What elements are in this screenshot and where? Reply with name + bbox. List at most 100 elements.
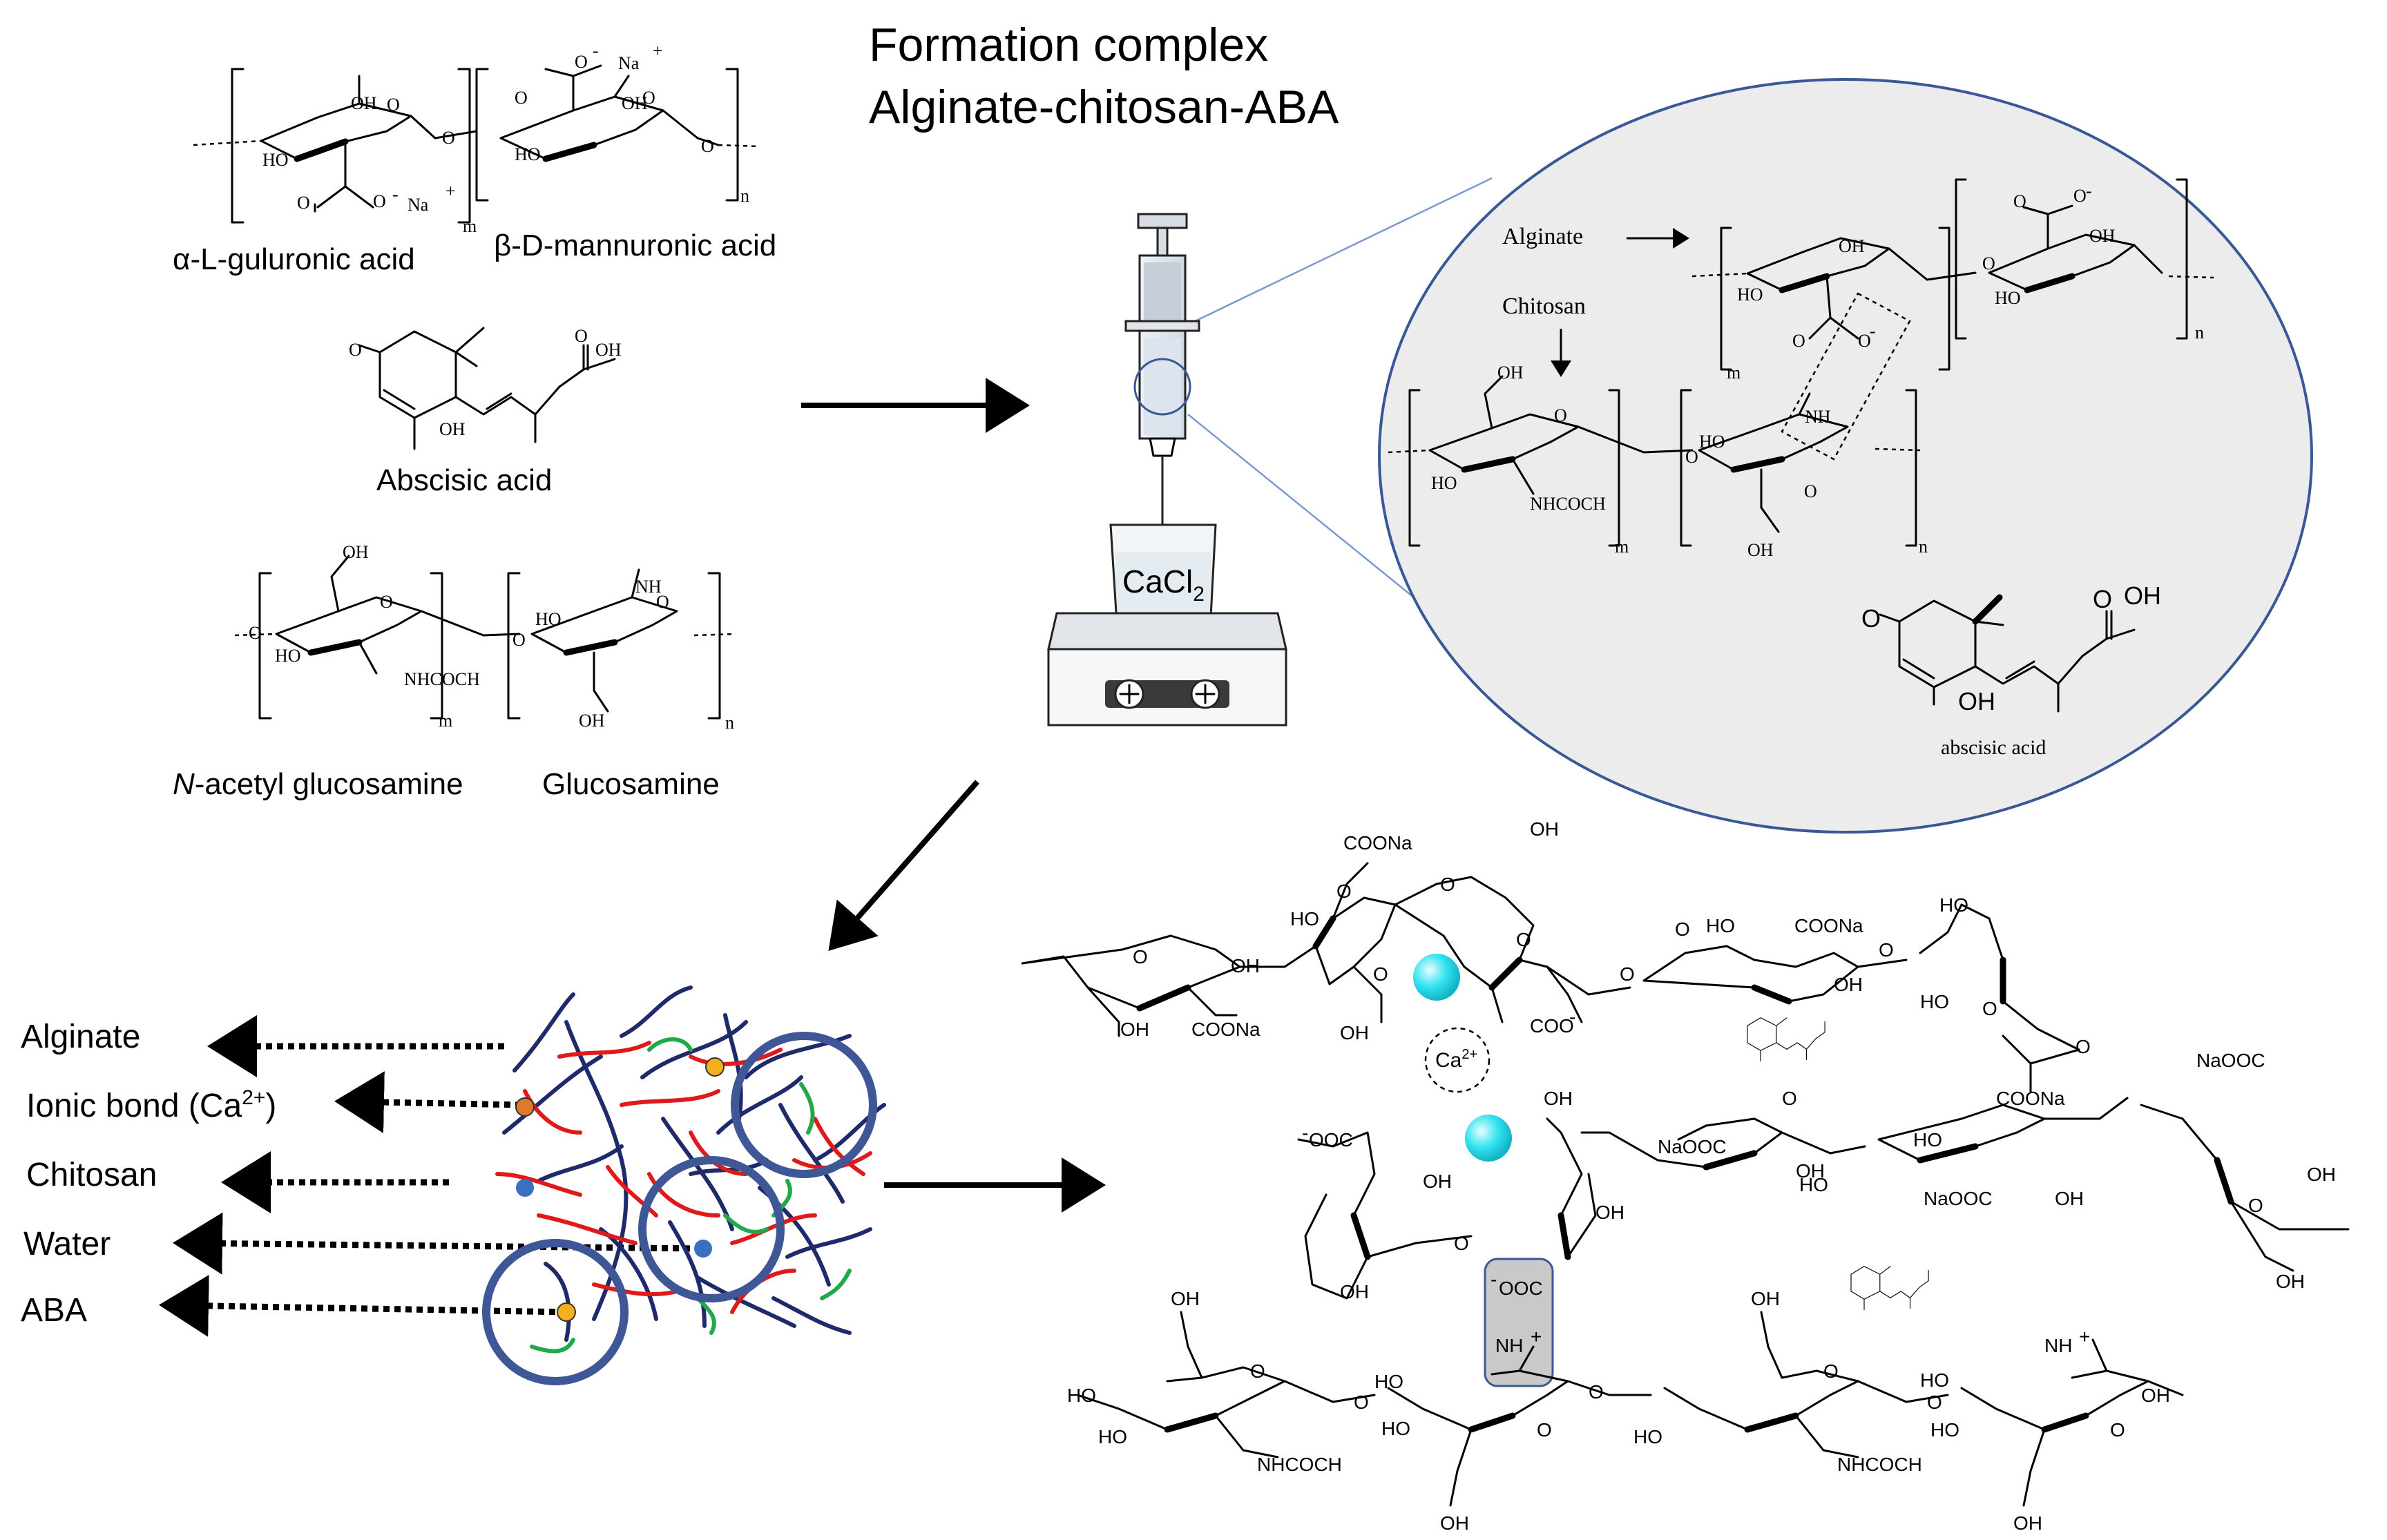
chem-label: O <box>1823 1360 1839 1382</box>
chem-label: HO <box>1920 1369 1949 1391</box>
chem-label: O <box>512 630 526 650</box>
chem-label: OH <box>2141 1385 2170 1406</box>
chem-label: O <box>2110 1419 2125 1441</box>
chem-label: O <box>1537 1419 1552 1441</box>
chem-label: OH <box>1171 1288 1200 1309</box>
chem-label: O <box>1250 1360 1265 1382</box>
chem-label: HO <box>1633 1426 1662 1447</box>
zoom-label-abscisic: abscisic acid <box>1941 736 2046 759</box>
chem-label: NaOOC <box>2196 1050 2265 1071</box>
syringe-apparatus: CaCl2 <box>1047 177 1493 726</box>
chem-label: O <box>2093 585 2112 613</box>
chem-label: m <box>1727 363 1741 383</box>
legend-label-chitosan: Chitosan <box>26 1157 157 1193</box>
chem-label: OH <box>579 711 605 731</box>
chem-label: n <box>740 186 749 206</box>
ca-label: Ca2+ <box>1435 1047 1477 1072</box>
chem-label: O <box>349 340 362 360</box>
chem-label: - <box>1569 1006 1575 1028</box>
aba-dot <box>557 1302 576 1322</box>
chem-label: O <box>373 191 386 211</box>
chem-label: OH <box>2055 1188 2084 1209</box>
chem-label: - <box>1870 321 1876 341</box>
chem-label: OH <box>351 93 377 113</box>
chem-label: O <box>1336 880 1352 902</box>
legend-label-water: Water <box>23 1226 111 1262</box>
chem-label: NH <box>1805 407 1831 427</box>
zoom-ellipse <box>1378 78 2313 834</box>
chem-label: OH <box>2089 226 2116 246</box>
chem-label: NH <box>2044 1335 2072 1356</box>
chem-label: O <box>1792 331 1805 351</box>
chem-label: O <box>1782 1088 1797 1109</box>
chem-label: O <box>1516 929 1531 950</box>
chem-label: HO <box>1374 1371 1403 1392</box>
chem-label: O <box>1879 939 1894 961</box>
chem-label: O <box>1685 447 1698 467</box>
chem-label: HO <box>1706 915 1735 936</box>
chem-label: OH <box>343 542 369 562</box>
zoom-label-alginate: Alginate <box>1502 224 1583 249</box>
chem-label: O <box>642 88 655 108</box>
legend-arrow-ionic <box>334 1071 522 1134</box>
chem-label: OH <box>1120 1019 1149 1040</box>
chem-label: OH <box>1497 363 1524 383</box>
chem-label: - <box>1490 1269 1497 1290</box>
chem-label: O <box>442 128 455 148</box>
chem-label: O <box>1554 405 1567 425</box>
chem-label: O <box>575 326 588 346</box>
chem-label: COONa <box>1191 1019 1260 1040</box>
legend-label-alginate: Alginate <box>21 1019 140 1055</box>
chem-label: O <box>1620 963 1635 985</box>
legend-label-aba: ABA <box>21 1292 87 1329</box>
label-glucosamine: Glucosamine <box>542 767 720 801</box>
chem-label: n <box>725 713 734 733</box>
chem-label: OH <box>1839 236 1865 256</box>
chem-label: HO <box>1913 1129 1942 1151</box>
chem-label: - <box>2086 181 2092 201</box>
chem-label: NHCOCH <box>1257 1454 1342 1475</box>
chem-label: OOC <box>1499 1278 1543 1299</box>
chem-label: OH <box>1423 1171 1452 1192</box>
chem-label: OH <box>1440 1512 1469 1534</box>
chem-label: O <box>1861 604 1881 633</box>
chem-label: O <box>1927 1392 1942 1413</box>
chem-label: O <box>656 592 669 612</box>
chem-label: OH <box>595 340 622 360</box>
chem-label: OH <box>1958 687 1995 715</box>
chem-label: O <box>575 52 588 72</box>
chem-label: HO <box>1098 1426 1127 1447</box>
cacl2-label: CaCl2 <box>1122 564 1205 606</box>
chem-label: HO <box>1995 288 2021 308</box>
chem-label: HO <box>1290 908 1319 930</box>
chem-label: OH <box>1340 1281 1369 1302</box>
chem-label: OH <box>1544 1088 1573 1109</box>
chem-label: O <box>1354 1392 1369 1413</box>
chem-label: OH <box>1595 1202 1624 1223</box>
chem-label: OH <box>1340 1022 1369 1043</box>
chem-label: n <box>2195 323 2204 343</box>
chem-label: COO <box>1530 1015 1574 1037</box>
chem-label: OH <box>1747 540 1774 560</box>
chem-label: O <box>1454 1233 1469 1254</box>
chem-label: O <box>1440 874 1455 895</box>
chem-label: HO <box>1737 285 1763 305</box>
chem-label: O <box>297 193 310 213</box>
chem-label: OH <box>2013 1512 2042 1534</box>
chem-label: O <box>380 592 393 612</box>
chem-label: O <box>515 88 528 108</box>
legend-arrow-water <box>173 1212 702 1275</box>
chem-label: HO <box>1699 432 1725 452</box>
chem-label: O <box>1373 963 1388 985</box>
label-mannuronic: β-D-mannuronic acid <box>494 229 776 262</box>
chem-label: HO <box>1067 1385 1096 1406</box>
chem-label: HO <box>515 144 541 164</box>
alginate-structure: OH O O HO O O - Na + m O - Na + O OH HO … <box>193 41 760 236</box>
calcium-ion <box>1465 1115 1512 1162</box>
chem-label: + <box>445 181 456 201</box>
aba-dot <box>705 1057 725 1077</box>
chem-label: - <box>593 41 599 61</box>
zoom-detail: Alginate Chitosan OH HO O O - m O O O - … <box>1378 78 2313 834</box>
legend: Alginate Ionic bond (Ca2+) Chitosan Wate… <box>21 1015 702 1337</box>
title-line-1: Formation complex <box>869 19 1268 71</box>
